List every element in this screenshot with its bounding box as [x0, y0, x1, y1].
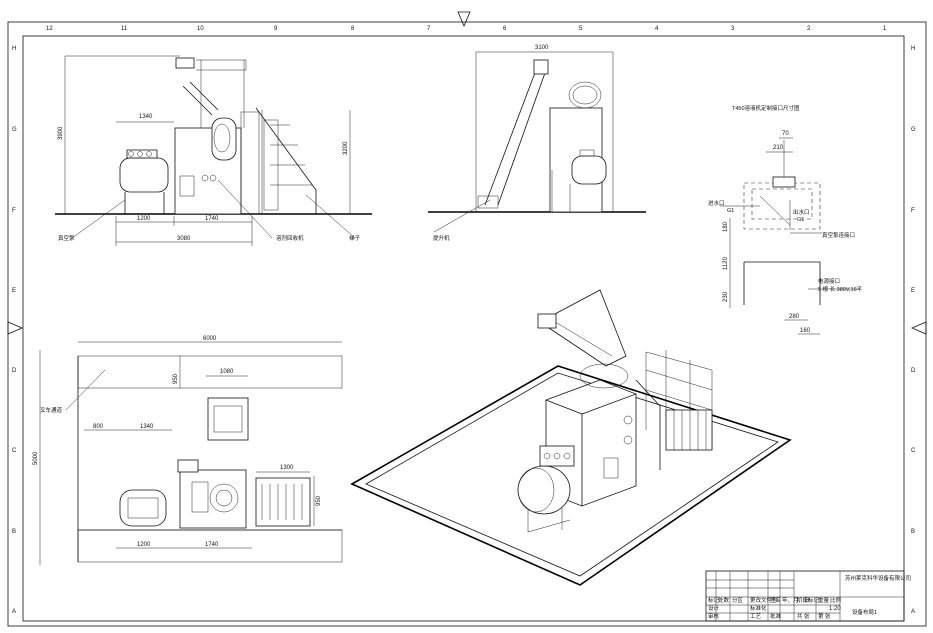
- dim-overall-width: 6000: [203, 336, 217, 342]
- column-2: 2: [807, 26, 811, 32]
- side-view: 3100 提升机: [428, 45, 646, 242]
- row-H-right: H: [911, 46, 915, 52]
- column-5: 5: [579, 26, 583, 32]
- dim-230: 230: [723, 291, 729, 302]
- dim-160: 160: [800, 328, 811, 334]
- dim-box-height: 950: [316, 495, 322, 506]
- label-lifter: 提升机: [433, 234, 450, 242]
- label-water-out: 出水口: [793, 208, 810, 216]
- dim-70: 70: [782, 131, 789, 137]
- inner-border: [22, 35, 905, 622]
- dim-1120: 1120: [723, 256, 729, 270]
- tb-cell-sign: 签名: [770, 596, 781, 604]
- centering-mark-right: [910, 321, 927, 335]
- column-6: 6: [503, 26, 507, 32]
- column-11: 11: [121, 26, 128, 32]
- row-A: A: [12, 609, 16, 615]
- column-7: 7: [427, 26, 431, 32]
- row-C-right: C: [911, 448, 916, 454]
- row-F-right: F: [911, 208, 915, 214]
- tb-cell-weight: 重量: [818, 596, 830, 604]
- dim-180: 180: [723, 221, 729, 232]
- label-water-out-code: G1: [797, 217, 804, 223]
- dim-opening: 1080: [220, 369, 234, 375]
- column-8: 8: [351, 26, 355, 32]
- detail-title: T450溶液机定制接口尺寸图: [732, 104, 800, 112]
- dim-plan-base-left: 1200: [137, 542, 151, 548]
- tb-cell-count: 处数: [718, 596, 730, 604]
- row-D: D: [12, 368, 17, 374]
- tb-cell-date: 年、月、日: [782, 596, 810, 604]
- tb-cell-approve: 批准: [770, 612, 782, 620]
- dim-base-left: 1200: [137, 216, 151, 222]
- tb-scale: 1:20: [829, 606, 841, 612]
- column-10: 10: [197, 26, 204, 32]
- column-ruler-top: 12 11 10 9 8 7 6 5 4 3 2 1: [46, 26, 887, 32]
- row-C: C: [12, 448, 17, 454]
- dim-overall: 3080: [177, 236, 191, 242]
- row-A-right: A: [911, 609, 915, 615]
- label-vacuum-port: 真空泵连接口: [822, 231, 855, 239]
- dim-right-height: 3200: [343, 141, 349, 155]
- interface-detail: T450溶液机定制接口尺寸图 70 210 180 1120 230 280 1…: [708, 104, 863, 335]
- isometric-view: [350, 289, 792, 586]
- row-F: F: [12, 208, 16, 214]
- dim-side-width: 3100: [535, 45, 549, 51]
- label-forklift-lane: 叉车通道: [40, 406, 63, 414]
- tb-cell-sheets-total: 共 张: [797, 612, 810, 620]
- row-B: B: [12, 529, 16, 535]
- tb-drawing-name: 设备布局1: [852, 608, 877, 616]
- tb-cell-change-doc: 更改文件号: [750, 596, 778, 604]
- dim-left-gap: 800: [93, 424, 104, 430]
- label-solvent-recovery: 溶剂回收机: [276, 234, 304, 242]
- dim-box-width: 1300: [280, 465, 294, 471]
- row-G-right: G: [911, 127, 916, 133]
- dim-210: 210: [773, 145, 784, 151]
- dim-280: 280: [789, 314, 800, 320]
- label-water-in: 进水口: [708, 199, 725, 207]
- dim-tank-width: 1340: [139, 114, 153, 120]
- row-ruler-left: H G F E D C B A: [12, 46, 17, 615]
- row-ruler-right: H G F E D C B A: [911, 46, 916, 615]
- title-block: 标记 处数 分区 更改文件号 签名 年、月、日 设计 标准化 阶段标记 重量 比…: [705, 570, 911, 622]
- dim-tank-plan: 1340: [140, 424, 154, 430]
- tb-cell-design: 设计: [708, 604, 720, 612]
- plan-view: 6000 5000 950 1080 800 1340 1300 950 120…: [33, 336, 343, 565]
- tb-cell-scale: 比例: [830, 596, 842, 604]
- tb-cell-mark: 标记: [708, 596, 720, 604]
- centering-mark-left: [7, 321, 24, 335]
- row-B-right: B: [911, 529, 915, 535]
- dim-top-depth: 950: [173, 373, 179, 384]
- column-4: 4: [655, 26, 659, 32]
- centering-mark-top: [457, 11, 471, 28]
- dim-plan-height: 5000: [33, 451, 39, 465]
- row-E-right: E: [911, 288, 915, 294]
- row-D-right: D: [911, 368, 916, 374]
- front-view: 1340 3900 3200 1200 1740 3080 真空泵 溶剂回收机 …: [55, 55, 372, 246]
- tb-cell-sheet-no: 第 张: [818, 612, 831, 620]
- tb-cell-process: 工艺: [750, 613, 762, 620]
- tb-company: 苏州莱克科华设备有限公司: [845, 574, 911, 582]
- dim-base-mid: 1740: [205, 216, 219, 222]
- column-3: 3: [731, 26, 735, 32]
- tb-cell-standard: 标准化: [750, 604, 767, 612]
- dim-total-height: 3900: [58, 126, 64, 140]
- tb-cell-review: 审核: [708, 612, 720, 620]
- label-vacuum-pump: 真空泵: [58, 234, 75, 242]
- tb-cell-stage: 阶段标记: [797, 596, 820, 604]
- tb-cell-zone: 分区: [732, 596, 744, 604]
- label-water-in-code: G1: [727, 208, 734, 214]
- row-H: H: [12, 46, 16, 52]
- column-9: 9: [274, 26, 278, 32]
- label-ladder: 梯子: [349, 234, 361, 242]
- column-1: 1: [883, 26, 887, 32]
- row-E: E: [12, 288, 16, 294]
- row-G: G: [12, 127, 17, 133]
- dim-plan-base-mid: 1740: [205, 542, 219, 548]
- label-power-spec: 5 根 长 380V,16平: [818, 285, 863, 293]
- column-12: 12: [46, 26, 53, 32]
- label-power-port: 电源接口: [818, 277, 840, 285]
